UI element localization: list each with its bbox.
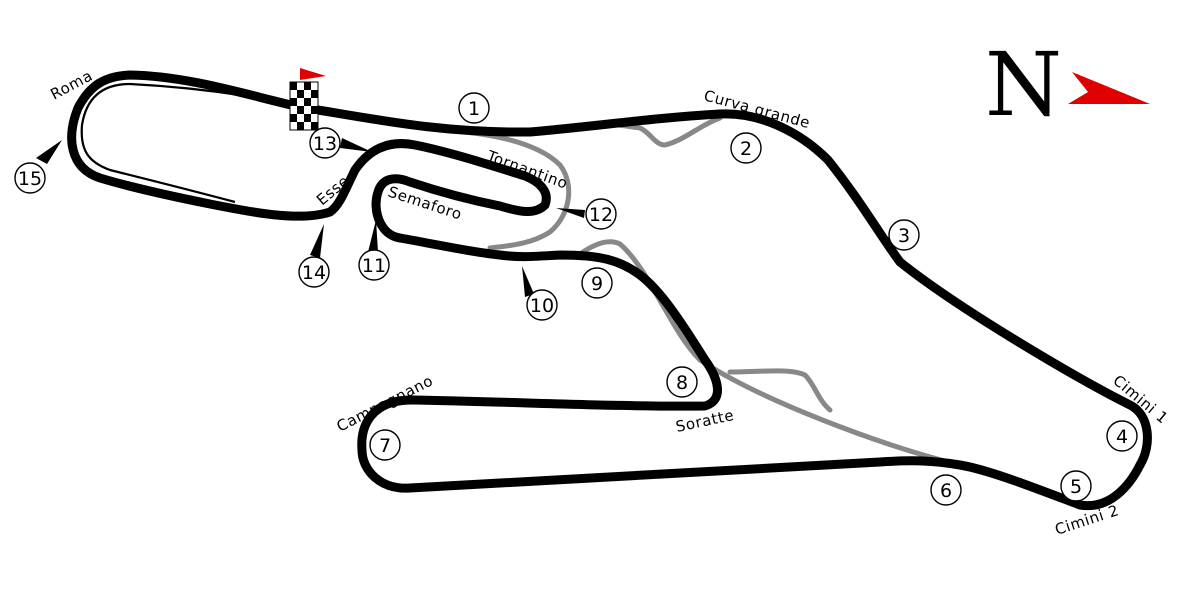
- north-compass: N: [985, 33, 1150, 136]
- alternate-track-chicane-south: [727, 368, 833, 413]
- start-finish-flag: [289, 68, 326, 131]
- turn-13-label: 13: [313, 133, 337, 155]
- north-letter: N: [985, 33, 1062, 136]
- alternate-track-back-straight: [577, 239, 963, 468]
- turn-8: 8: [666, 366, 698, 398]
- turn-9-label: 9: [591, 273, 603, 295]
- turn-7: 7: [369, 429, 401, 461]
- pointer-15-icon: [36, 140, 62, 164]
- turn-10: 10: [526, 289, 558, 321]
- turn-2-label: 2: [740, 138, 752, 160]
- turn-4: 4: [1106, 420, 1138, 452]
- corner-names: Roma Curva grande Tornantino Semaforo Es…: [47, 66, 1171, 538]
- pointer-12-icon: [556, 208, 585, 218]
- pointer-11-icon: [368, 220, 378, 252]
- turn-14-label: 14: [302, 262, 326, 284]
- turn-1: 1: [458, 92, 490, 124]
- turn-14: 14: [298, 256, 330, 288]
- alternate-track-chicane-north: [609, 115, 723, 148]
- turn-numbers: 1 2 3 4 5 6 7 8 9 10 11 12 13 14 15: [14, 92, 1138, 506]
- turn-11: 11: [358, 249, 390, 281]
- main-track: [67, 70, 1152, 511]
- turn-12: 12: [585, 198, 617, 230]
- turn-6-label: 6: [940, 480, 952, 502]
- north-arrow-icon: [1068, 72, 1150, 104]
- corner-curva-grande: Curva grande: [702, 86, 812, 132]
- turn-3-label: 3: [898, 225, 910, 247]
- pointer-13-icon: [340, 138, 372, 152]
- checkered-flag-icon: [289, 81, 319, 131]
- turn-7-label: 7: [379, 435, 391, 457]
- turn-9: 9: [581, 267, 613, 299]
- turn-1-label: 1: [468, 98, 480, 120]
- turn-15-label: 15: [18, 168, 42, 190]
- alternate-track-link-start: [452, 128, 572, 251]
- pointer-14-icon: [310, 224, 324, 258]
- turn-13: 13: [309, 127, 341, 159]
- turn-2: 2: [730, 132, 762, 164]
- turn-5-label: 5: [1070, 476, 1082, 498]
- turn-12-label: 12: [589, 204, 613, 226]
- red-flag-icon: [300, 68, 326, 80]
- alternate-track-layout: [452, 115, 963, 468]
- turn-5: 5: [1060, 470, 1092, 502]
- turn-6: 6: [930, 474, 962, 506]
- turn-3: 3: [888, 219, 920, 251]
- turn-8-label: 8: [676, 372, 688, 394]
- pointer-10-icon: [522, 266, 534, 297]
- pit-lane-line: [80, 82, 356, 204]
- turn-4-label: 4: [1116, 426, 1128, 448]
- turn-11-label: 11: [362, 255, 386, 277]
- turn-15: 15: [14, 162, 46, 194]
- turn-10-label: 10: [530, 295, 554, 317]
- turn-pointers: [36, 138, 585, 297]
